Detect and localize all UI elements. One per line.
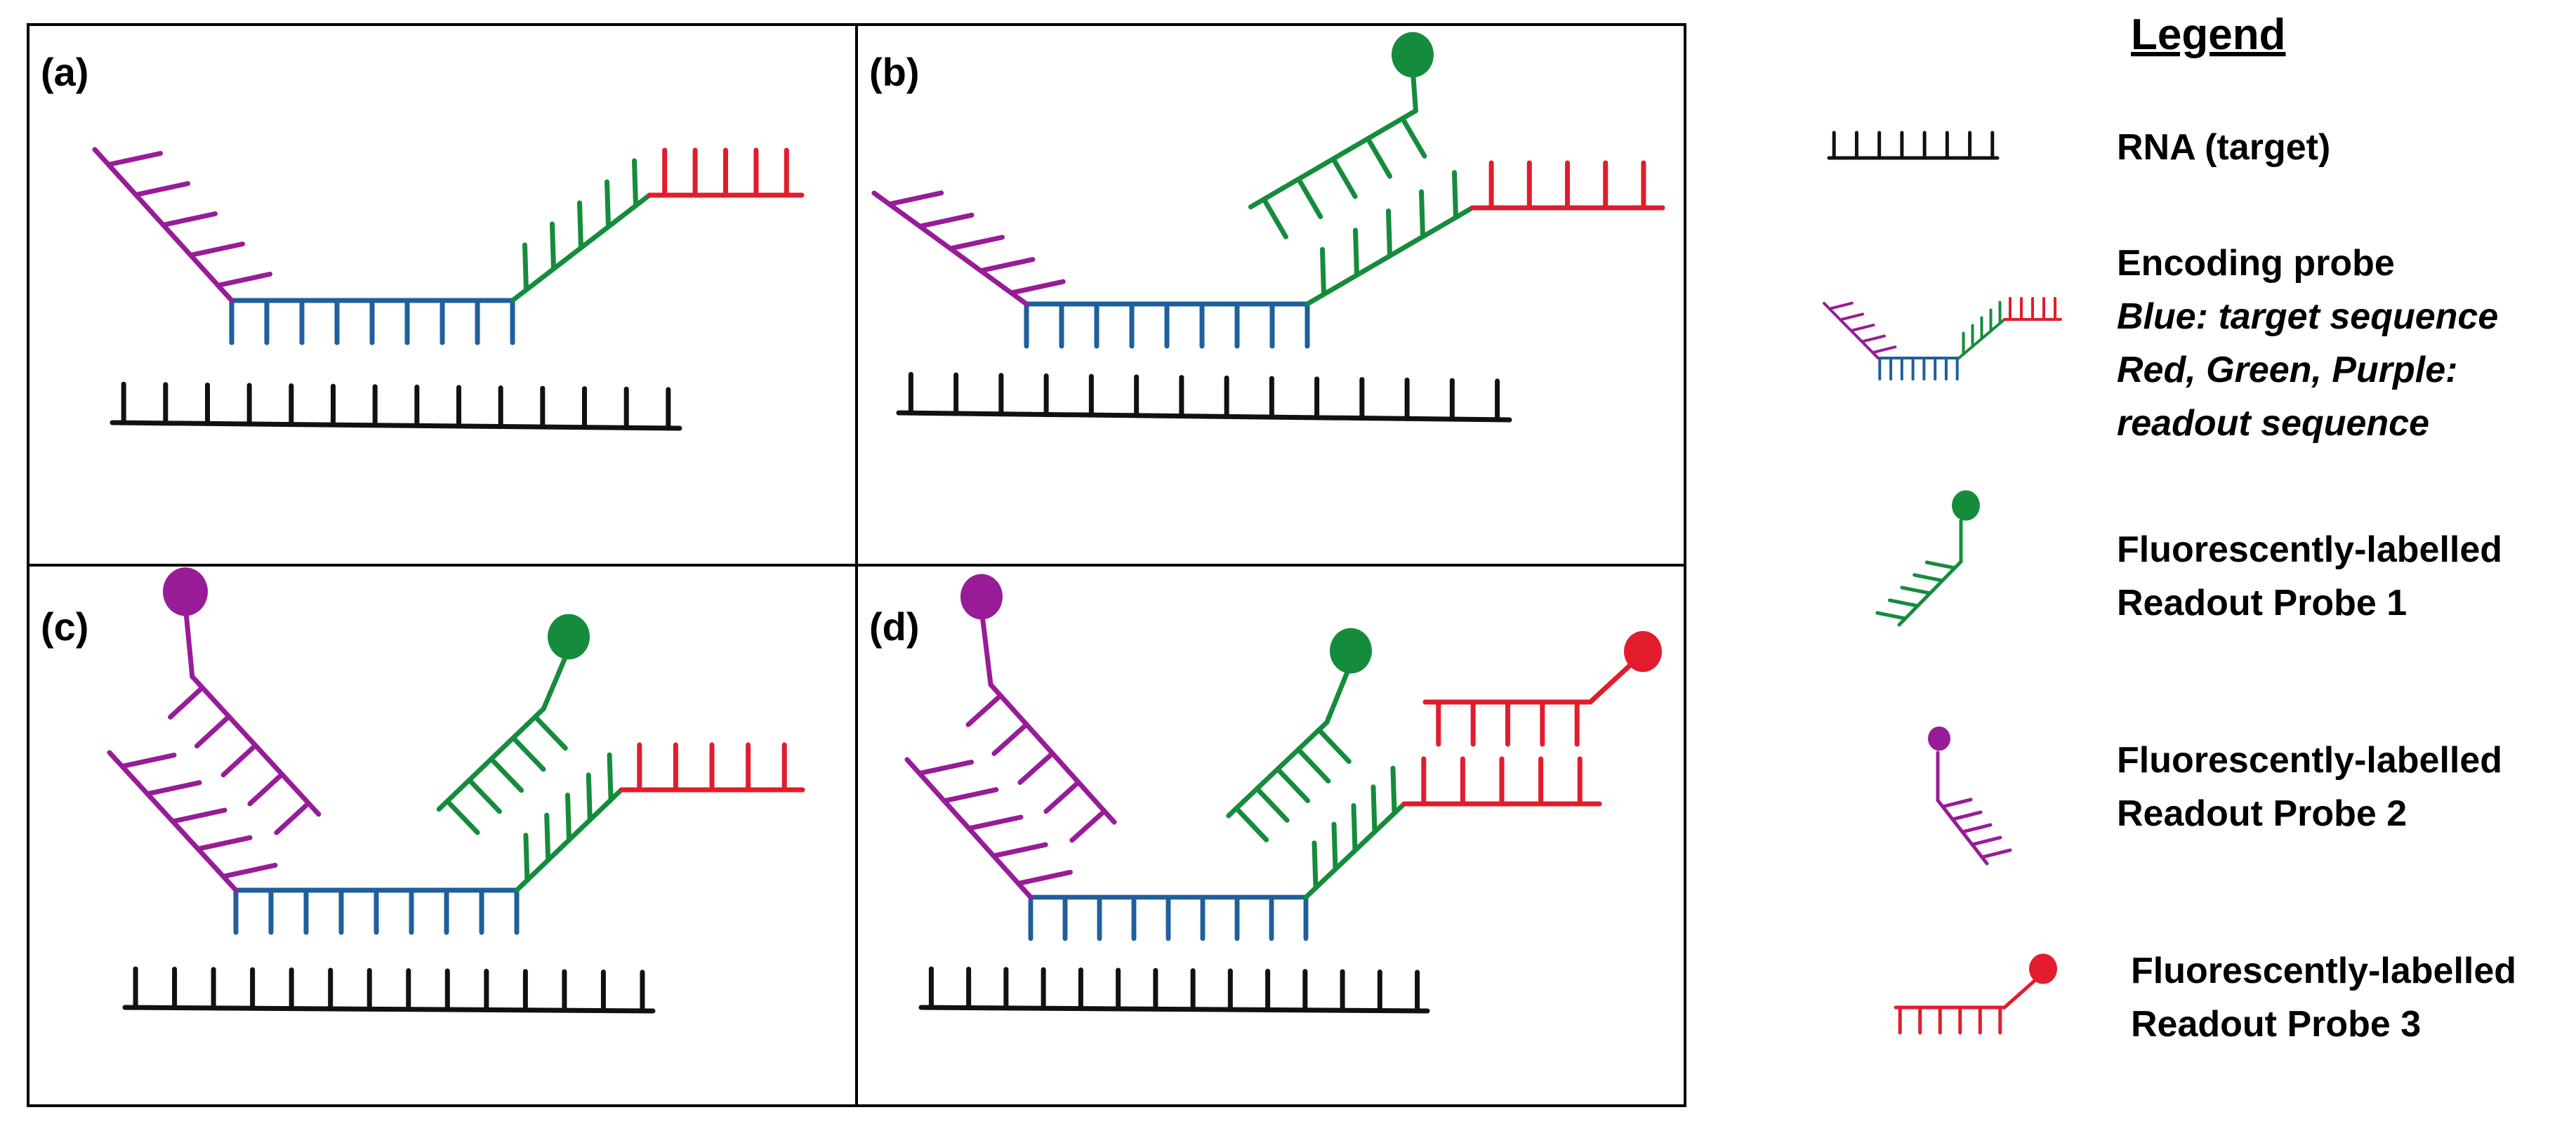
panel-d-readout-probe-1 [1226,628,1372,842]
legend-encoding-line2: Blue: target sequence [2117,296,2498,337]
panel-c-frame [27,564,858,1107]
legend-readout-probe-1-icon [1875,490,1980,627]
panel-a-label: (a) [41,50,88,94]
panel-d-readout-probe-2-fluorophore [960,574,1003,620]
panel-b-label: (b) [869,50,920,94]
legend-encoding-line1: Encoding probe [2117,243,2395,284]
panel-grid [27,23,1686,1107]
panel-b-encoding-probe [871,160,1665,349]
panel-c-label: (c) [41,604,88,649]
legend-readout-probe-1-fluorophore [1952,490,1980,521]
panel-c-readout-probe-1 [436,614,590,835]
panel-c-readout-probe-2 [163,567,322,835]
panel-d-label: (d) [869,604,920,649]
panel-d-readout-probe-2 [960,574,1117,843]
panel-b-readout-probe-1 [1248,32,1434,239]
legend-probe3-line1: Fluorescently-labelled [2131,951,2516,991]
panel-b-readout-probe-1-fluorophore [1392,32,1434,78]
legend-probe1-line1: Fluorescently-labelled [2117,529,2502,570]
panel-c-encoding-probe [107,742,805,935]
legend-readout-probe-2-fluorophore [1928,726,1950,751]
legend-encoding-probe-icon [1823,297,2062,381]
legend-readout-probe-3-fluorophore [2029,953,2057,984]
panel-c-readout-probe-2-fluorophore [163,567,208,616]
legend-rna-label: RNA (target) [2117,127,2330,168]
legend-probe1-line2: Readout Probe 1 [2117,583,2407,623]
legend-readout-probe-3-icon [1894,953,2057,1035]
panel-c-rna [122,966,656,1014]
panel-b-frame [855,23,1686,567]
panel-a-frame [27,23,858,567]
panel-a-encoding-probe [92,147,805,345]
legend-probe2-line2: Readout Probe 2 [2117,793,2407,834]
panel-d-frame [855,564,1686,1107]
panel-d-readout-probe-1-fluorophore [1330,628,1372,674]
legend-encoding-line3: Red, Green, Purple: [2117,350,2457,390]
legend-title: Legend [2131,11,2285,59]
panel-d-rna [918,966,1430,1014]
legend-readout-probe-2-icon [1928,726,2012,866]
panel-b-rna [896,371,1512,423]
panel-d-readout-probe-3 [1422,630,1662,747]
panel-a-rna [110,381,682,431]
probe-drawings [92,32,2062,1035]
panel-d-encoding-probe [904,756,1602,941]
panel-c-readout-probe-1-fluorophore [548,614,590,660]
panel-d-readout-probe-3-fluorophore [1624,630,1662,673]
legend-rna-icon [1827,131,2000,160]
legend-probe2-line1: Fluorescently-labelled [2117,740,2502,781]
legend-encoding-line4: readout sequence [2117,403,2429,444]
legend-probe3-line2: Readout Probe 3 [2131,1004,2421,1045]
legend: Legend RNA (target) Encoding probe Blue:… [2117,11,2516,1045]
